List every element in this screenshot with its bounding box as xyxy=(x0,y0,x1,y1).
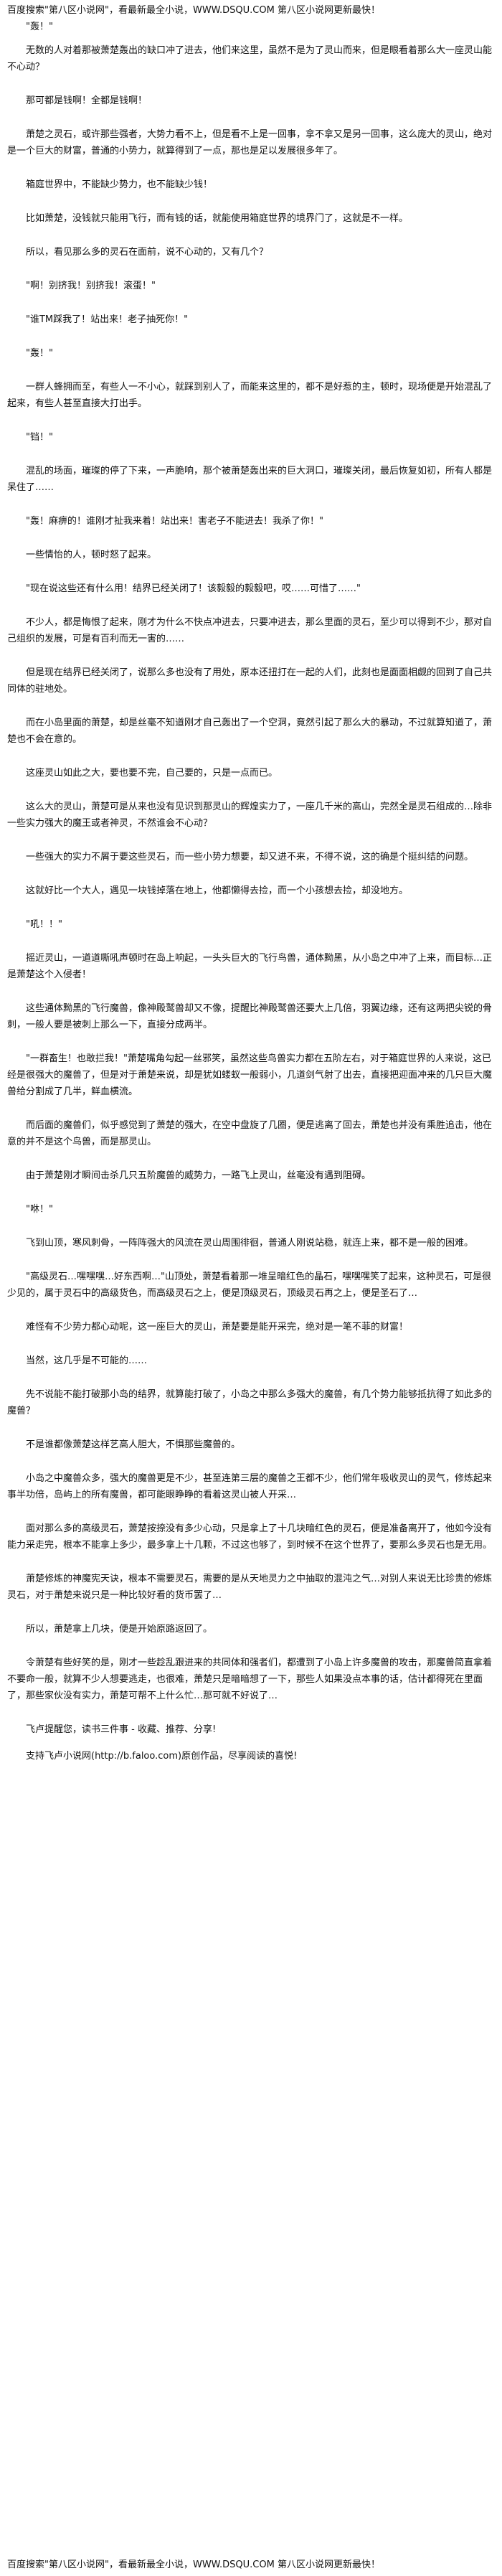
paragraph: 而在小岛里面的萧楚，却是丝毫不知道刚才自己轰出了一个空洞，竟然引起了那么大的暴动… xyxy=(7,718,493,745)
paragraph: 萧楚之灵石，或许那些强者，大势力看不上，但是看不上是一回事，拿不拿又是另一回事，… xyxy=(7,129,493,156)
paragraph: 难怪有不少势力都心动呢，这一座巨大的灵山，萧楚要是能开采完，绝对是一笔不菲的财富… xyxy=(26,1322,409,1332)
paragraph: 飞到山顶，寒风刺骨，一阵阵强大的风流在灵山周围徘徊，普通人刚说站稳，就连上来，都… xyxy=(26,1238,474,1249)
paragraph: 不是谁都像萧楚这样艺高人胆大，不惧那些魔兽的。 xyxy=(26,1439,241,1450)
paragraph: 所以，看见那么多的灵石在面前，说不心动的，又有几个？ xyxy=(26,247,269,258)
paragraph: 所以，萧楚拿上几块，便是开始原路返回了。 xyxy=(26,1624,213,1635)
site-banner-bottom: 百度搜索"第八区小说网"，看最新最全小说，WWW.DSQU.COM 第八区小说网… xyxy=(7,2559,380,2570)
paragraph: 摇近灵山，一道道嘶吼声顿时在岛上响起，一头头巨大的飞行鸟兽，通体黝黑，从小岛之中… xyxy=(7,953,493,980)
reader-appeal: 飞卢提醒您，读书三件事 - 收藏、推荐、分享! xyxy=(26,1724,217,1735)
paragraph: 这就好比一个大人，遇见一块钱掉落在地上，他都懒得去捡，而一个小孩想去捡，却没地方… xyxy=(26,885,409,896)
paragraph: 当然，这几乎是不可能的…… xyxy=(26,1355,148,1366)
paragraph: "啊！别挤我！别挤我！滚蛋！" xyxy=(26,281,156,291)
paragraph: 混乱的场面，璀璨的停了下来，一声脆响，那个被萧楚轰出来的巨大洞口，璀璨关闭，最后… xyxy=(7,466,493,493)
chapter-content: "轰！" 无数的人对着那被萧楚轰出的缺口冲了进去，他们来这里，虽然不是为了灵山而来… xyxy=(7,19,495,1704)
site-banner-top: 百度搜索"第八区小说网"，看最新最全小说，WWW.DSQU.COM 第八区小说网… xyxy=(7,5,380,16)
paragraph: 不少人，都是悔恨了起来，刚才为什么不快点冲进去，只要冲进去，那么里面的灵石，至少… xyxy=(7,617,493,644)
paragraph: 萧楚修炼的神魔宪天诀，根本不需要灵石，需要的是从天地灵力之中抽取的混沌之气…对别… xyxy=(7,1574,493,1601)
paragraph: 无数的人对着那被萧楚轰出的缺口冲了进去，他们来这里，虽然不是为了灵山而来，但是眼… xyxy=(7,45,493,72)
paragraph: "咻！" xyxy=(26,1204,53,1215)
paragraph: 一群人蜂拥而至，有些人一不小心，就踩到别人了，而能来这里的，都不是好惹的主，顿时… xyxy=(7,382,493,409)
paragraph: "轰！" xyxy=(26,348,53,359)
paragraph: "轰！" xyxy=(26,22,53,32)
paragraph: "轰！麻痹的！谁刚才扯我来着！站出来！害老子不能进去！我杀了你！" xyxy=(26,516,323,527)
paragraph: 而后面的魔兽们，似乎感觉到了萧楚的强大，在空中盘旋了几圈，便是逃离了回去，萧楚也… xyxy=(7,1120,493,1147)
paragraph: "吼！！" xyxy=(26,919,62,930)
paragraph: "铛！" xyxy=(26,432,53,443)
paragraph: "高级灵石…嘿嘿嘿…好东西啊…"山顶处，萧楚看着那一堆呈暗红色的晶石，嘿嘿嘿笑了… xyxy=(7,1271,491,1299)
paragraph: 先不说能不能打破那小岛的结界，就算能打破了，小岛之中那么多强大的魔兽，有几个势力… xyxy=(7,1389,493,1416)
paragraph: "现在说这些还有什么用！结界已经关闭了！该毅毅的毅毅吧，哎……可惜了……" xyxy=(26,583,361,594)
paragraph: 由于萧楚刚才瞬间击杀几只五阶魔兽的威势力，一路飞上灵山，丝毫没有遇到阻碍。 xyxy=(26,1170,371,1181)
paragraph: "谁TM踩我了！站出来！老子抽死你！" xyxy=(26,314,189,325)
paragraph: 小岛之中魔兽众多，强大的魔兽更是不少，甚至连第三层的魔兽之王都不少，他们常年吸收… xyxy=(7,1473,493,1500)
paragraph: 一些情怡的人，顿时怒了起来。 xyxy=(26,550,157,560)
support-link[interactable]: 支持飞卢小说网(http://b.faloo.com)原创作品，尽享阅读的喜悦! xyxy=(26,1751,298,1762)
paragraph: 箱庭世界中，不能缺少势力，也不能缺少钱！ xyxy=(26,179,213,190)
paragraph: 这么大的灵山，萧楚可是从来也没有见识到那灵山的辉煌实力了，一座几千米的高山，完然… xyxy=(7,802,493,829)
paragraph: 令萧楚有些好笑的是，刚才一些趁乱跟进来的共同体和强者们，都遭到了小岛上许多魔兽的… xyxy=(7,1658,493,1701)
paragraph: 但是现在结界已经关闭了，说那么多也没有了用处，原本还扭打在一起的人们，此刻也是面… xyxy=(7,667,493,695)
paragraph: 这座灵山如此之大，要也要不完，自己要的，只是一点而已。 xyxy=(26,768,278,779)
paragraph: 这些通体黝黑的飞行魔兽，像神殿鹫兽却又不像，提醒比神殿鹫兽还要大上几倍，羽翼边缘… xyxy=(7,1003,493,1030)
paragraph: 一些强大的实力不屑于要这些灵石，而一些小势力想要，却又进不来，不得不说，这的确是… xyxy=(26,852,474,862)
paragraph: 那可都是钱啊！全都是钱啊！ xyxy=(26,95,148,106)
paragraph: "一群畜生！也敢拦我！"萧楚嘴角勾起一丝邪笑，虽然这些鸟兽实力都在五阶左右，对于… xyxy=(7,1053,493,1097)
paragraph: 面对那么多的高级灵石，萧楚按捺没有多少心动，只是拿上了十几块暗红色的灵石，便是准… xyxy=(7,1523,493,1551)
paragraph: 比如萧楚，没钱就只能用飞行，而有钱的话，就能使用箱庭世界的境界门了，这就是不一样… xyxy=(26,213,409,224)
